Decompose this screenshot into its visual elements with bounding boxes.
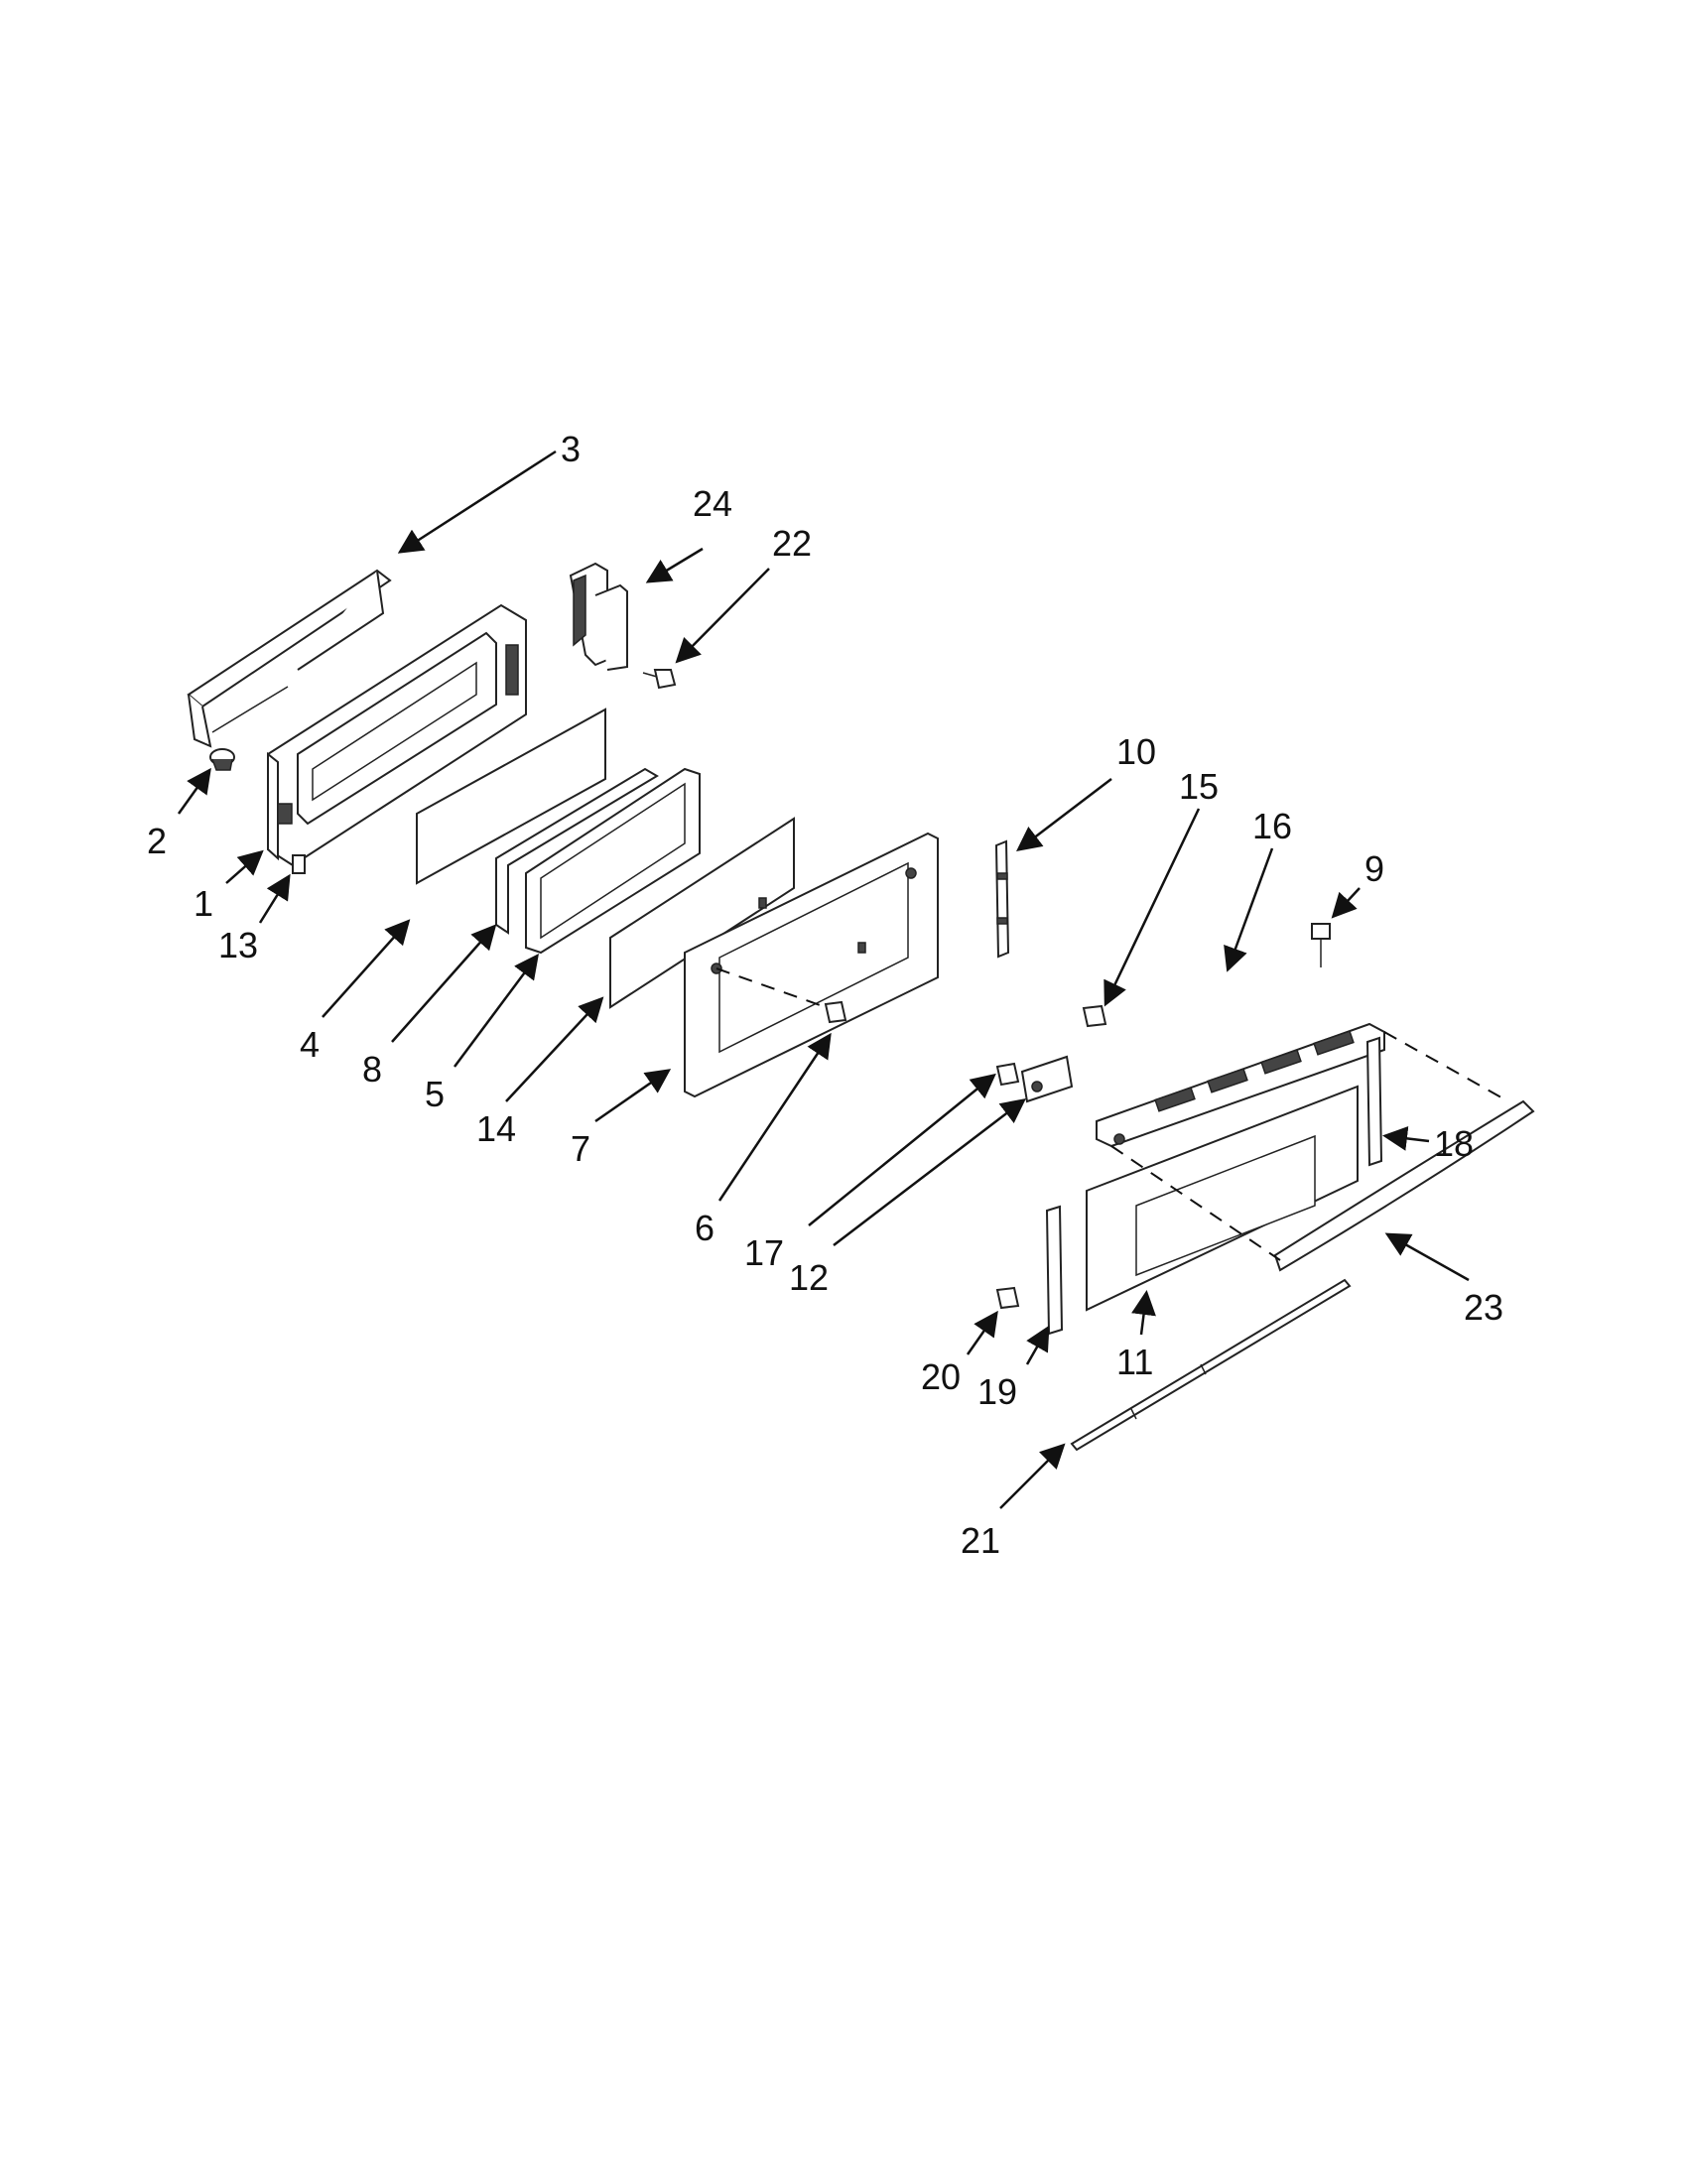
callout-18: 18: [1434, 1123, 1474, 1164]
part-21-bottom-trim: [1070, 1278, 1352, 1452]
part-20-screw: [995, 1286, 1020, 1310]
part-4-glass: [416, 707, 606, 885]
part-9-screw: [1311, 923, 1331, 967]
callout-24: 24: [693, 483, 732, 524]
part-12-hinge-bracket: [1020, 1055, 1074, 1103]
callout-1: 1: [194, 883, 213, 924]
part-24-hinge: [569, 562, 628, 671]
part-13-clip: [292, 854, 306, 874]
callout-20: 20: [921, 1356, 961, 1397]
part-18-side-trim: [1365, 1036, 1383, 1167]
leader-lines: [177, 450, 1470, 1509]
callout-4: 4: [300, 1024, 320, 1065]
callout-11: 11: [1116, 1342, 1153, 1382]
callout-16: 16: [1252, 806, 1292, 846]
callout-8: 8: [362, 1049, 382, 1090]
callout-22: 22: [772, 523, 812, 564]
part-3-gasket: [187, 569, 392, 748]
part-23-handle: [1110, 1031, 1535, 1272]
callout-23: 23: [1464, 1287, 1503, 1328]
callout-9: 9: [1364, 848, 1384, 889]
callout-labels: 3 24 22 2 1 13 4 8 5 14 7 6 10 15 16 9 1…: [147, 429, 1503, 1561]
part-6-screw: [715, 967, 847, 1024]
part-15-screw: [1082, 1004, 1107, 1028]
part-2-bumper: [209, 748, 235, 771]
callout-17: 17: [744, 1232, 784, 1273]
callout-13: 13: [218, 925, 258, 965]
callout-15: 15: [1179, 766, 1219, 807]
callout-2: 2: [147, 821, 167, 861]
part-16-vent-trim: [1096, 1022, 1385, 1148]
part-17-screw: [995, 1062, 1020, 1087]
part-22-screw: [642, 669, 677, 690]
part-11-outer-door: [1086, 1085, 1359, 1312]
callout-14: 14: [476, 1108, 516, 1149]
part-10-bracket: [994, 839, 1010, 959]
part-14-glass: [609, 817, 795, 1009]
callout-5: 5: [425, 1074, 445, 1114]
part-19-side-trim: [1045, 1205, 1064, 1336]
callout-12: 12: [789, 1257, 829, 1298]
callout-7: 7: [571, 1128, 590, 1169]
callout-6: 6: [695, 1208, 714, 1248]
callout-10: 10: [1116, 731, 1156, 772]
callout-21: 21: [961, 1520, 1000, 1561]
callout-3: 3: [561, 429, 581, 469]
callout-19: 19: [977, 1371, 1017, 1412]
part-5-glass-pack: [525, 767, 701, 955]
part-1-inner-liner: [267, 603, 527, 867]
